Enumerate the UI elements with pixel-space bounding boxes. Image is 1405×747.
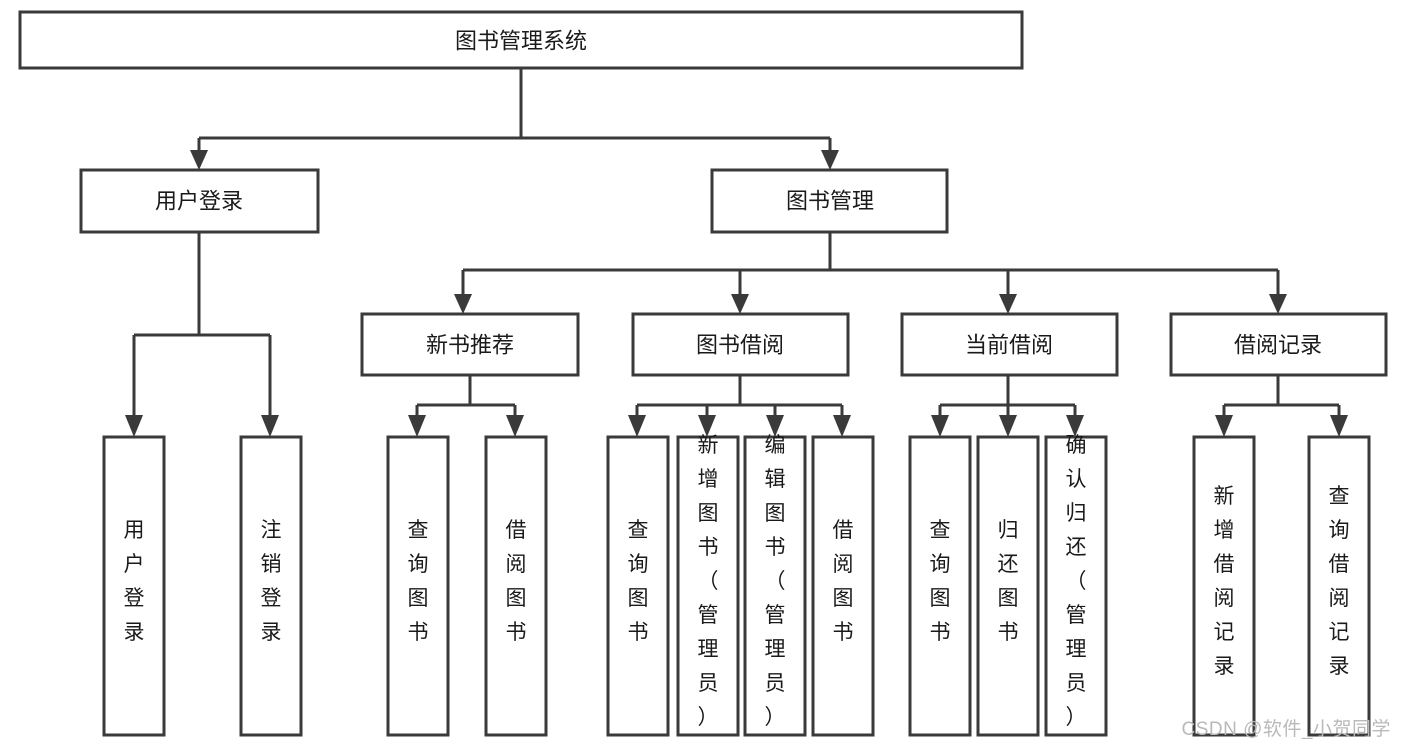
arrowhead-root-bookmgmt: [821, 150, 839, 170]
node-leaf-records-1[interactable]: 新增借阅记录: [1192, 435, 1256, 737]
arrowhead-bookmgmt-newbook: [454, 294, 472, 314]
arrowhead-borrow-leaf-2: [698, 415, 716, 437]
arrowhead-newbook-leaf-1: [408, 415, 426, 437]
node-leaf-borrow-3-box[interactable]: [743, 435, 807, 737]
node-leaf-current-2[interactable]: 归还图书: [976, 435, 1040, 737]
node-leaf-records-2-label: 查询借阅记录: [1329, 485, 1350, 678]
node-leaf-borrow-4[interactable]: 借阅图书: [811, 435, 875, 737]
arrowhead-root-login: [190, 150, 208, 170]
arrowhead-current-leaf-2: [999, 415, 1017, 437]
connector-group-login: [125, 232, 279, 437]
node-leaf-newbook-2[interactable]: 借阅图书: [484, 435, 548, 737]
node-leaf-current-3-box[interactable]: [1044, 435, 1108, 737]
node-leaf-borrow-1[interactable]: 查询图书: [606, 435, 670, 737]
node-leaf-current-1-box[interactable]: [908, 435, 972, 737]
arrowhead-newbook-leaf-2: [506, 415, 524, 437]
node-login[interactable]: 用户登录: [79, 168, 320, 234]
node-records[interactable]: 借阅记录: [1169, 312, 1388, 377]
node-borrow-label: 图书借阅: [696, 333, 784, 358]
node-leaf-login-2-label: 注销登录: [261, 519, 282, 644]
node-leaf-borrow-4-label: 借阅图书: [833, 519, 854, 644]
node-newbook-label: 新书推荐: [426, 333, 514, 358]
node-leaf-newbook-2-box[interactable]: [484, 435, 548, 737]
node-leaf-records-1-box[interactable]: [1192, 435, 1256, 737]
node-leaf-newbook-1[interactable]: 查询图书: [386, 435, 450, 737]
node-leaf-borrow-3-label: 编辑图书（管理员）: [765, 434, 786, 729]
node-leaf-records-2[interactable]: 查询借阅记录: [1307, 435, 1371, 737]
arrowhead-bookmgmt-borrow: [731, 294, 749, 314]
arrowhead-records-leaf-1: [1215, 415, 1233, 437]
node-root[interactable]: 图书管理系统: [18, 10, 1024, 70]
node-newbook[interactable]: 新书推荐: [360, 312, 580, 377]
arrowhead-borrow-leaf-4: [833, 415, 851, 437]
node-bookmgmt-label: 图书管理: [786, 189, 874, 214]
connector-group-records: [1215, 375, 1348, 437]
node-current-box[interactable]: [900, 312, 1119, 377]
connector-group-newbook: [408, 375, 524, 437]
node-leaf-current-1[interactable]: 查询图书: [908, 435, 972, 737]
node-borrow[interactable]: 图书借阅: [631, 312, 850, 377]
node-leaf-newbook-1-box[interactable]: [386, 435, 450, 737]
node-borrow-box[interactable]: [631, 312, 850, 377]
node-leaf-current-3[interactable]: 确认归还（管理员）: [1044, 434, 1108, 737]
node-leaf-borrow-2-box[interactable]: [676, 435, 740, 737]
arrowhead-borrow-leaf-1: [628, 415, 646, 437]
node-leaf-borrow-3[interactable]: 编辑图书（管理员）: [743, 434, 807, 737]
arrowhead-current-leaf-3: [1066, 415, 1084, 437]
connector-group-borrow: [628, 375, 851, 437]
arrowhead-bookmgmt-current: [999, 294, 1017, 314]
node-leaf-borrow-1-box[interactable]: [606, 435, 670, 737]
arrowhead-records-leaf-2: [1330, 415, 1348, 437]
node-leaf-login-1-label: 用户登录: [124, 519, 145, 644]
node-records-box[interactable]: [1169, 312, 1388, 377]
node-newbook-box[interactable]: [360, 312, 580, 377]
node-leaf-borrow-2-label: 新增图书（管理员）: [698, 434, 719, 729]
arrowhead-login-leaf-1: [125, 415, 143, 437]
node-current-label: 当前借阅: [965, 333, 1053, 358]
node-leaf-login-2[interactable]: 注销登录: [239, 435, 303, 737]
node-leaf-current-3-label: 确认归还（管理员）: [1066, 434, 1087, 729]
node-leaf-current-2-label: 归还图书: [998, 519, 1019, 644]
node-leaf-newbook-2-label: 借阅图书: [506, 519, 527, 644]
connector-group-bookmgmt: [454, 232, 1287, 314]
node-leaf-current-1-label: 查询图书: [930, 519, 951, 644]
node-leaf-records-1-label: 新增借阅记录: [1214, 485, 1235, 678]
node-leaf-login-2-box[interactable]: [239, 435, 303, 737]
node-bookmgmt[interactable]: 图书管理: [710, 168, 949, 234]
connector-group-root: [190, 68, 839, 170]
node-records-label: 借阅记录: [1234, 333, 1322, 358]
connector-group-current: [931, 375, 1084, 437]
arrowhead-login-leaf-2: [261, 415, 279, 437]
arrowhead-borrow-leaf-3: [766, 415, 784, 437]
arrowhead-bookmgmt-records: [1269, 294, 1287, 314]
node-leaf-borrow-4-box[interactable]: [811, 435, 875, 737]
node-leaf-login-1-box[interactable]: [102, 435, 166, 737]
node-leaf-newbook-1-label: 查询图书: [408, 519, 429, 644]
node-login-label: 用户登录: [155, 189, 243, 214]
node-leaf-borrow-1-label: 查询图书: [628, 519, 649, 644]
node-leaf-borrow-2[interactable]: 新增图书（管理员）: [676, 434, 740, 737]
node-current[interactable]: 当前借阅: [900, 312, 1119, 377]
node-bookmgmt-box[interactable]: [710, 168, 949, 234]
csdn-watermark: CSDN @软件_小贺同学: [1181, 719, 1391, 740]
node-leaf-records-2-box[interactable]: [1307, 435, 1371, 737]
arrowhead-current-leaf-1: [931, 415, 949, 437]
node-root-label: 图书管理系统: [455, 29, 587, 54]
node-root-box[interactable]: [18, 10, 1024, 70]
node-leaf-login-1[interactable]: 用户登录: [102, 435, 166, 737]
node-leaf-current-2-box[interactable]: [976, 435, 1040, 737]
node-login-box[interactable]: [79, 168, 320, 234]
